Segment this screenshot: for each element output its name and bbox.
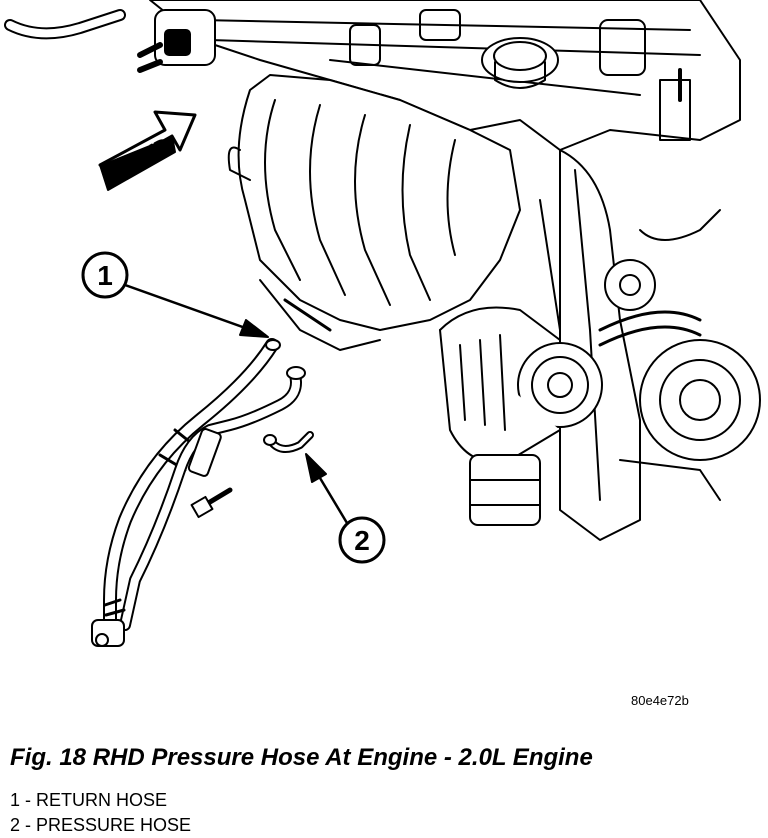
engine-block xyxy=(149,0,741,151)
accessory-drive xyxy=(439,149,761,541)
engine-diagram: FWD 1 2 xyxy=(4,0,761,647)
figure-ref-code: 80e4e72b xyxy=(631,693,689,708)
return-hose xyxy=(103,338,281,642)
legend-item-pressure-hose: 2 - PRESSURE HOSE xyxy=(10,815,192,835)
callout-2: 2 xyxy=(305,453,386,564)
intake-manifold xyxy=(227,74,521,351)
callout-1: 1 xyxy=(81,251,269,338)
legend: 1 - RETURN HOSE 2 - PRESSURE HOSE xyxy=(10,788,191,838)
callout-1-number: 1 xyxy=(97,260,113,291)
callout-2-number: 2 xyxy=(354,525,370,556)
pressure-hose xyxy=(119,366,314,631)
upper-hoses xyxy=(4,9,216,73)
lower-fitting xyxy=(91,598,126,647)
figure-caption: Fig. 18 RHD Pressure Hose At Engine - 2.… xyxy=(10,744,593,771)
legend-item-return-hose: 1 - RETURN HOSE xyxy=(10,790,168,810)
bolt xyxy=(190,487,233,519)
fwd-arrow: FWD xyxy=(98,110,197,191)
